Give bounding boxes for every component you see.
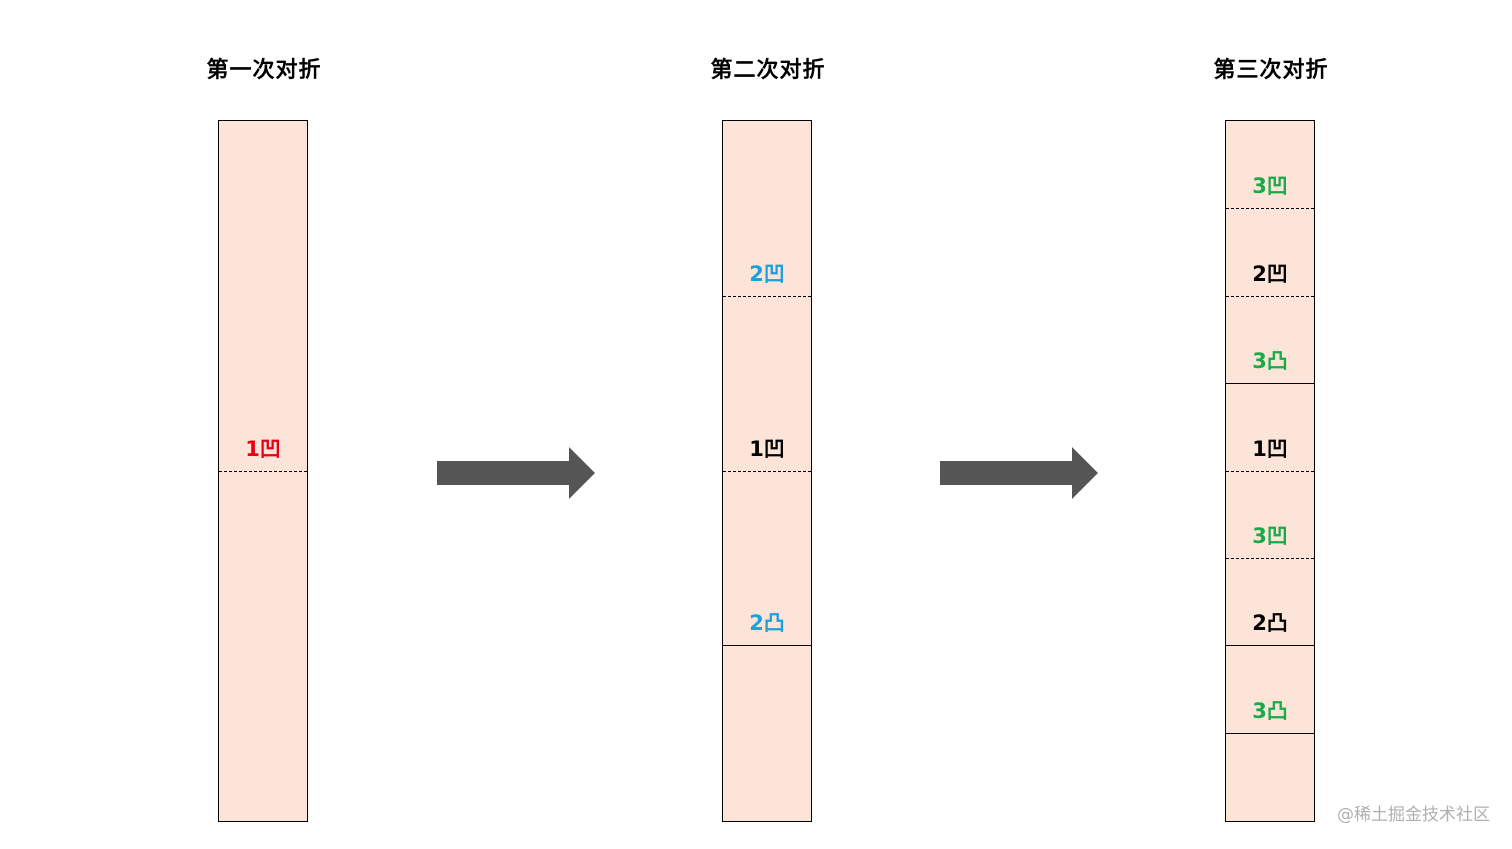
paper-strip-third: 3凹 2凹 3凸 1凹 3凹 2凸 3凸 — [1225, 120, 1315, 822]
paper-strip-second: 2凹 1凹 2凸 — [722, 120, 812, 822]
right-arrow-icon — [437, 447, 595, 499]
fold-label: 1凹 — [245, 436, 281, 461]
valley-fold-line — [723, 470, 811, 472]
title-third-fold: 第三次对折 — [1213, 58, 1329, 83]
fold-label: 2凹 — [1252, 261, 1288, 286]
valley-fold-line — [219, 470, 307, 472]
valley-fold-line — [1226, 557, 1314, 559]
fold-label: 3凹 — [1252, 174, 1288, 199]
fold-label: 3凸 — [1252, 698, 1288, 723]
fold-label: 2凹 — [749, 261, 785, 286]
fold-label: 3凸 — [1252, 349, 1288, 374]
paper-strip-first: 1凹 — [218, 120, 308, 822]
title-second-fold: 第二次对折 — [710, 58, 826, 83]
mountain-fold-line — [1226, 383, 1314, 385]
fold-label: 1凹 — [1252, 436, 1288, 461]
valley-fold-line — [1226, 295, 1314, 297]
fold-label: 3凹 — [1252, 523, 1288, 548]
right-arrow-icon — [940, 447, 1098, 499]
title-first-fold: 第一次对折 — [206, 58, 322, 83]
mountain-fold-line — [1226, 645, 1314, 647]
valley-fold-line — [1226, 208, 1314, 210]
fold-label: 1凹 — [749, 436, 785, 461]
watermark: @稀土掘金技术社区 — [1337, 805, 1490, 825]
valley-fold-line — [723, 295, 811, 297]
mountain-fold-line — [1226, 732, 1314, 734]
mountain-fold-line — [723, 645, 811, 647]
fold-label: 2凸 — [749, 611, 785, 636]
valley-fold-line — [1226, 470, 1314, 472]
fold-label: 2凸 — [1252, 611, 1288, 636]
